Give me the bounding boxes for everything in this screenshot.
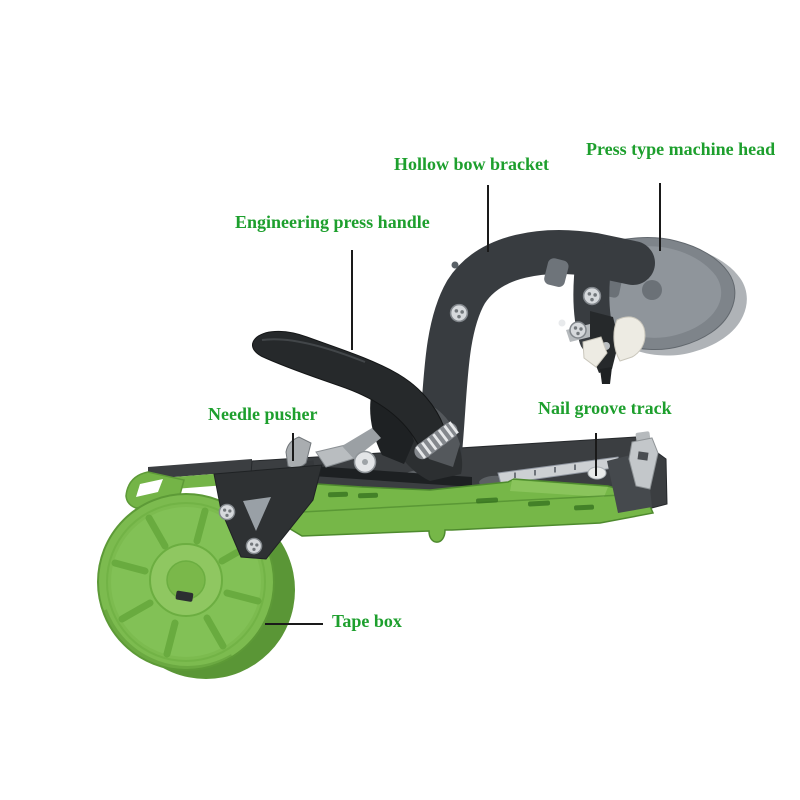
leader-needle-pusher (292, 433, 294, 461)
nail-groove-track-part (497, 456, 622, 485)
base-rail (249, 431, 659, 543)
label-press-type-machine-head: Press type machine head (586, 139, 776, 159)
tape-box-bracket (213, 464, 323, 560)
label-nail-groove-track: Nail groove track (538, 398, 672, 418)
reel-spokes (111, 507, 262, 658)
leader-engineering-press-handle (351, 250, 353, 350)
label-engineering-press-handle: Engineering press handle (235, 212, 430, 232)
label-tape-box: Tape box (332, 611, 402, 631)
leader-nail-groove-track (595, 433, 597, 476)
leader-press-type-machine-head (659, 183, 661, 251)
label-needle-pusher: Needle pusher (208, 404, 318, 424)
press-foot (582, 316, 646, 368)
label-hollow-bow-bracket: Hollow bow bracket (394, 154, 549, 174)
leader-hollow-bow-bracket (487, 185, 489, 252)
press-handle-part (252, 330, 448, 449)
spring (414, 421, 459, 460)
leader-tape-box (265, 623, 323, 625)
needle-pusher-part (285, 428, 381, 474)
